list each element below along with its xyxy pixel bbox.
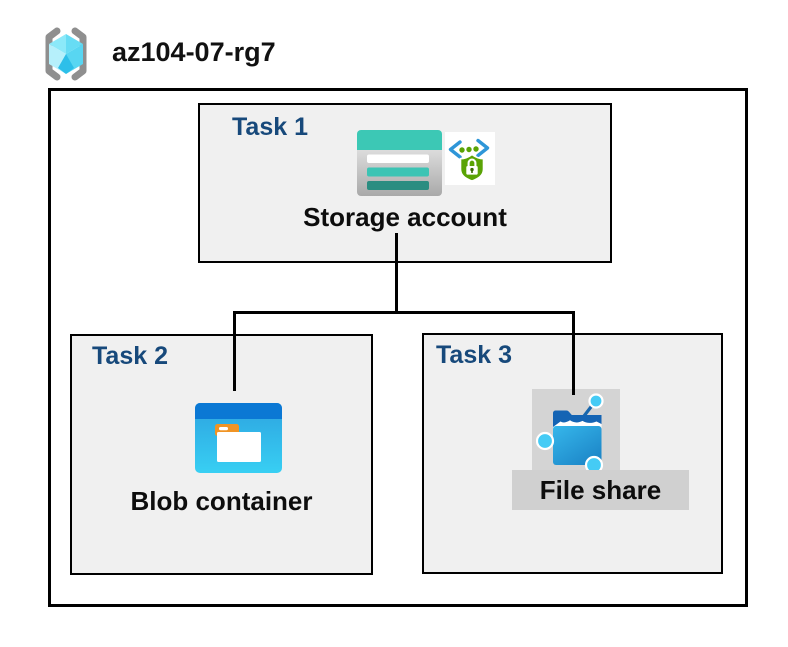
task1-label: Task 1 bbox=[232, 113, 308, 141]
connector-stem-storage bbox=[395, 233, 398, 313]
task1-box: Task 1 bbox=[198, 103, 612, 263]
connector-drop-fileshare bbox=[572, 311, 575, 395]
file-share-icon-plate bbox=[532, 389, 620, 474]
task2-label: Task 2 bbox=[92, 342, 168, 370]
blob-container-icon bbox=[195, 403, 282, 473]
resource-group-name: az104-07-rg7 bbox=[112, 37, 276, 67]
task3-label: Task 3 bbox=[436, 341, 512, 369]
file-share-icon bbox=[536, 389, 616, 474]
file-share-label: File share bbox=[539, 474, 662, 505]
task2-box: Task 2 Blob container bbox=[70, 334, 373, 575]
connector-drop-blob bbox=[233, 311, 236, 391]
blob-container-label: Blob container bbox=[130, 486, 313, 516]
resource-group-icon bbox=[38, 24, 94, 84]
secure-access-icon bbox=[445, 132, 495, 185]
connector-horizontal bbox=[233, 311, 575, 314]
file-share-label-plate: File share bbox=[512, 470, 689, 510]
storage-account-icon bbox=[357, 130, 442, 196]
storage-account-label: Storage account bbox=[303, 202, 507, 232]
